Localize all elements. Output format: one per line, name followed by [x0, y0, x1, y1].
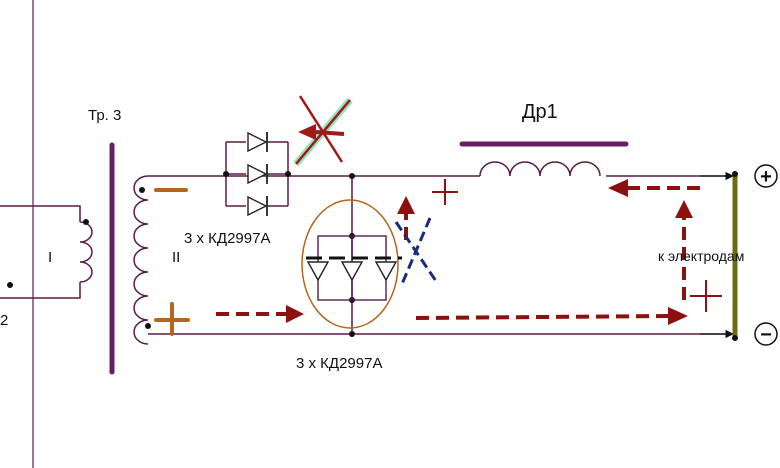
terminal-minus: − — [754, 322, 778, 346]
junction-nodes — [145, 171, 355, 337]
secondary-dot — [139, 187, 145, 193]
primary-pin-label: 2 — [0, 312, 8, 329]
secondary-plus-mark — [154, 302, 190, 336]
diodes-bottom-label: 3 х КД2997А — [296, 355, 382, 372]
primary-terminal-dot — [7, 282, 13, 288]
primary-winding-label: I — [48, 249, 52, 266]
diode-top-3 — [247, 195, 268, 217]
choke-label: Др1 — [522, 101, 558, 123]
transformer-label: Тр. 3 — [88, 107, 121, 124]
primary-dot — [83, 219, 89, 225]
plus-mark-electrode — [690, 280, 722, 312]
diode-bottom-2 — [340, 261, 364, 282]
electrodes-label: к электродам — [658, 248, 744, 264]
secondary-winding — [133, 175, 149, 345]
primary-winding — [0, 205, 93, 299]
diodes-top-label: 3 х КД2997А — [184, 230, 270, 247]
current-flow-arrowheads — [286, 179, 693, 325]
diode-top-1 — [247, 131, 268, 153]
diode-bottom-3 — [374, 261, 398, 282]
electrode-node-top — [732, 171, 738, 177]
current-flow-paths — [216, 186, 700, 320]
secondary-winding-label: II — [172, 249, 180, 266]
diode-top-2 — [247, 163, 268, 185]
diode-group-bottom — [306, 235, 402, 301]
terminal-plus: + — [754, 164, 778, 188]
diode-bottom-1 — [306, 261, 330, 282]
cross-bottom — [394, 217, 440, 285]
svg-text:−: − — [760, 324, 772, 346]
svg-text:+: + — [760, 166, 772, 188]
diode-group-top — [226, 131, 288, 217]
plus-mark-choke — [432, 179, 458, 205]
diode-group-bottom-ellipse — [301, 199, 399, 329]
cross-top — [293, 95, 353, 167]
electrode-node-bottom — [732, 335, 738, 341]
choke-coil — [479, 161, 601, 177]
